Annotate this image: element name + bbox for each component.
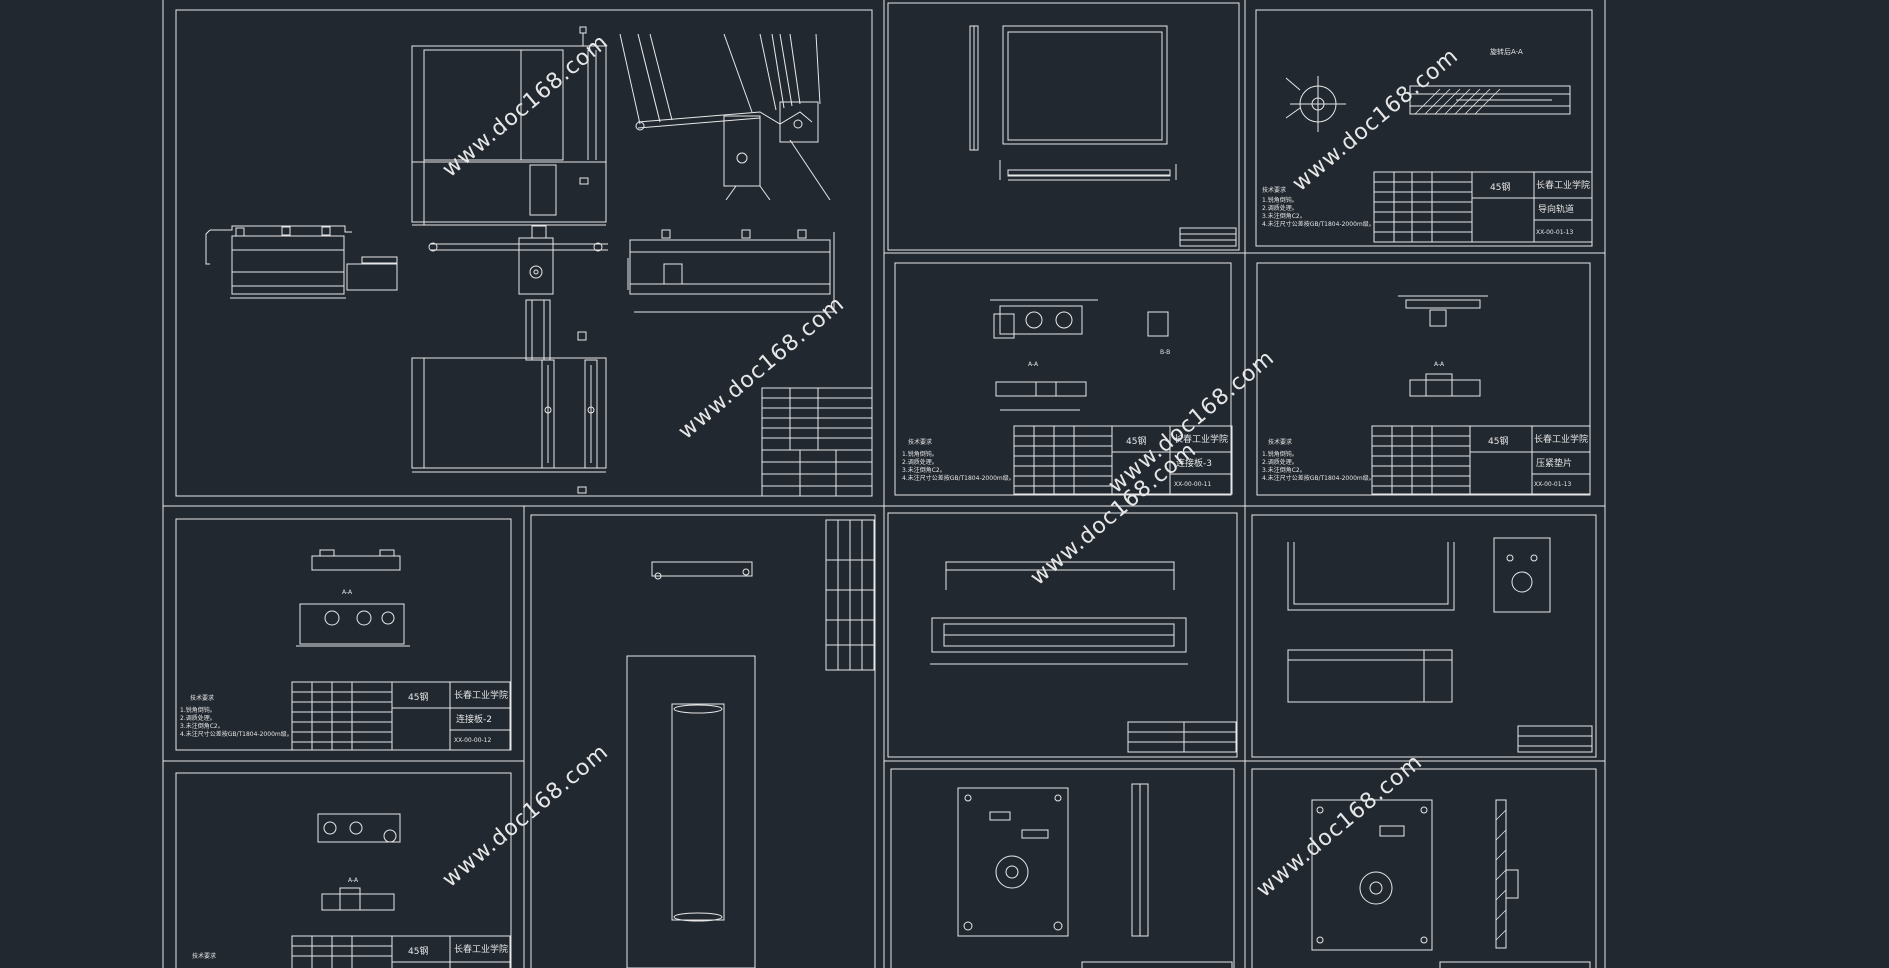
watermarks: www.doc168.com www.doc168.com www.doc168… xyxy=(438,29,1464,902)
assembly-side-view xyxy=(205,225,398,299)
shaft-note-2: 2.调质处理。 xyxy=(1262,204,1298,212)
long-bar-drawing xyxy=(930,561,1237,753)
plate3-note-3: 3.未注倒角C2。 xyxy=(902,466,946,474)
plate3-part-name: 连接板-3 xyxy=(1176,457,1212,469)
pad-note-2: 2.调质处理。 xyxy=(1262,458,1298,466)
base-plate-drawing xyxy=(957,783,1233,968)
shaft-school: 长春工业学院 xyxy=(1536,179,1590,191)
plate2-part-code: XX-00-00-12 xyxy=(454,737,492,744)
pad-school: 长春工业学院 xyxy=(1534,433,1588,445)
plate3-notes-title: 技术要求 xyxy=(908,438,932,446)
watermark-5: www.doc168.com xyxy=(1104,345,1280,498)
plate3-material: 45钢 xyxy=(1126,435,1146,447)
connecting-plate-3-drawing: A-A B-B 技术要求 1.锐角倒钝。 2.调质处理。 3.未注倒角C2。 4… xyxy=(902,299,1233,495)
pressure-pad-drawing: A-A 技术要求 1.锐角倒钝。 2.调质处理。 3.未注倒角C2。 4.未注尺… xyxy=(1262,295,1591,495)
plate2-school: 长春工业学院 xyxy=(454,689,508,701)
shaft-view-label: 旋转后A-A xyxy=(1490,47,1523,56)
plate1-material: 45钢 xyxy=(408,945,428,957)
plate3-view-label-b: B-B xyxy=(1160,349,1170,356)
pad-note-4: 4.未注尺寸公差按GB/T1804-2000m级。 xyxy=(1262,474,1375,482)
plate3-note-2: 2.调质处理。 xyxy=(902,458,938,466)
shaft-note-3: 3.未注倒角C2。 xyxy=(1262,212,1306,220)
plate2-view-label: A-A xyxy=(342,589,353,596)
pad-note-1: 1.锐角倒钝。 xyxy=(1262,450,1298,458)
assembly-right-view xyxy=(627,229,835,313)
plate1-view-label: A-A xyxy=(348,877,359,884)
plate3-note-4: 4.未注尺寸公差按GB/T1804-2000m级。 xyxy=(902,474,1015,482)
assembly-top-view xyxy=(411,26,607,226)
connecting-plate-2-drawing: A-A 技术要求 1.锐角倒钝。 2.调质处理。 3.未注倒角C2。 4.未注尺… xyxy=(180,549,511,751)
assembly-drawing xyxy=(205,26,873,497)
bracket-plate-drawing xyxy=(1311,799,1591,968)
plate2-part-name: 连接板-2 xyxy=(456,713,492,725)
shaft-note-4: 4.未注尺寸公差按GB/T1804-2000m级。 xyxy=(1262,220,1375,228)
assembly-iso-view xyxy=(619,33,831,201)
guide-rail-drawing xyxy=(626,519,875,968)
shaft-title-block xyxy=(1373,171,1593,243)
pad-part-code: XX-00-01-13 xyxy=(1534,481,1572,488)
layout-frames xyxy=(162,0,1606,968)
pad-part-name: 压紧垫片 xyxy=(1536,457,1572,469)
plate2-title-block xyxy=(291,681,511,751)
pad-notes-title: 技术要求 xyxy=(1268,438,1292,446)
plate2-notes-title: 技术要求 xyxy=(190,694,214,702)
shaft-note-1: 1.锐角倒钝。 xyxy=(1262,196,1298,204)
shaft-drawing: 旋转后A-A 技术要求 1.锐角倒钝。 2.调质处理。 3.未注倒角C2。 4.… xyxy=(1262,47,1593,243)
connecting-plate-1-drawing: A-A 技术要求 长春工业学院 45钢 xyxy=(192,813,511,968)
pad-material: 45钢 xyxy=(1488,435,1508,447)
shaft-material: 45钢 xyxy=(1490,181,1510,193)
plate2-note-3: 3.未注倒角C2。 xyxy=(180,722,224,730)
plate3-school: 长春工业学院 xyxy=(1174,433,1228,445)
plate2-note-1: 1.锐角倒钝。 xyxy=(180,706,216,714)
plate1-school: 长春工业学院 xyxy=(454,943,508,955)
plate2-note-4: 4.未注尺寸公差按GB/T1804-2000m级。 xyxy=(180,730,293,738)
plate2-note-2: 2.调质处理。 xyxy=(180,714,216,722)
shaft-part-name: 导向轨道 xyxy=(1538,203,1574,215)
u-channel-drawing xyxy=(1287,537,1593,753)
pad-view-label: A-A xyxy=(1434,361,1445,368)
plate3-part-code: XX-00-00-11 xyxy=(1174,481,1212,488)
plate3-note-1: 1.锐角倒钝。 xyxy=(902,450,938,458)
plate1-notes-title: 技术要求 xyxy=(192,952,216,960)
watermark-3: www.doc168.com xyxy=(1288,43,1464,196)
plate1-title-block xyxy=(291,935,511,968)
plate3-title-block xyxy=(1013,425,1233,495)
shaft-notes-title: 技术要求 xyxy=(1262,186,1286,194)
pad-title-block xyxy=(1371,425,1591,495)
watermark-4: www.doc168.com xyxy=(1026,437,1202,590)
shaft-part-code: XX-00-01-13 xyxy=(1536,229,1574,236)
assembly-front-view xyxy=(411,331,607,494)
plate-drawing xyxy=(969,25,1237,247)
assembly-linkage-view xyxy=(428,225,608,361)
assembly-title-block xyxy=(761,387,873,497)
pad-note-3: 3.未注倒角C2。 xyxy=(1262,466,1306,474)
plate3-view-label-a: A-A xyxy=(1028,361,1039,368)
watermark-6: www.doc168.com xyxy=(438,739,614,892)
plate2-material: 45钢 xyxy=(408,691,428,703)
